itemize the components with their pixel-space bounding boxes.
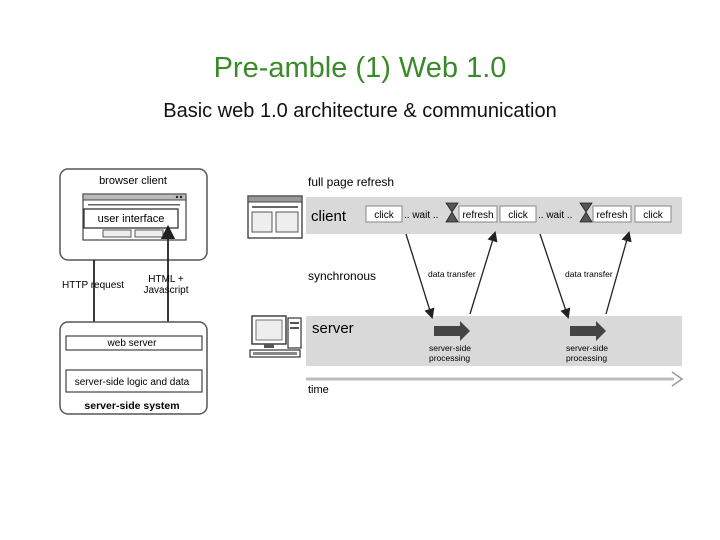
processing-label-2a: server-side xyxy=(566,343,608,353)
client-window-icon xyxy=(247,195,303,239)
click-button-2 xyxy=(499,205,537,223)
data-transfer-label-1: data transfer xyxy=(428,269,476,279)
svg-text:click: click xyxy=(374,210,394,221)
html-js-label-2: Javascript xyxy=(143,285,188,296)
web-server-label: web server xyxy=(107,338,158,349)
processing-arrow-1 xyxy=(434,321,470,341)
request-arrow-2 xyxy=(539,233,571,319)
client-label: client xyxy=(311,208,347,225)
server-logic-box xyxy=(65,369,203,393)
hourglass-icon xyxy=(445,202,459,223)
slide-title: Pre-amble (1) Web 1.0 xyxy=(213,52,507,84)
client-timeline: click .. wait .. refresh click .. wait .… xyxy=(365,202,672,223)
hourglass-icon xyxy=(579,202,593,223)
user-interface-label: user interface xyxy=(98,213,165,225)
svg-text:refresh: refresh xyxy=(462,210,493,221)
time-axis-arrowhead xyxy=(671,371,684,387)
response-arrow-2 xyxy=(605,230,632,315)
click-button-3 xyxy=(634,205,672,223)
svg-text:refresh: refresh xyxy=(596,210,627,221)
processing-label-1b: processing xyxy=(429,353,470,363)
slide-subtitle: Basic web 1.0 architecture & communicati… xyxy=(163,100,557,122)
http-request-label: HTTP request xyxy=(62,280,124,291)
time-label: time xyxy=(308,384,329,396)
processing-label-1a: server-side xyxy=(429,343,471,353)
processing-label-2b: processing xyxy=(566,353,607,363)
refresh-button-2 xyxy=(592,205,632,223)
server-band xyxy=(306,316,682,366)
computer-icon xyxy=(249,315,302,358)
request-arrow-1 xyxy=(405,233,435,319)
wait-text-2: .. wait .. xyxy=(538,210,572,221)
svg-text:click: click xyxy=(508,210,528,221)
server-system-label: server-side system xyxy=(84,400,179,412)
click-button-1 xyxy=(365,205,403,223)
html-js-label-1: HTML + xyxy=(148,274,184,285)
refresh-button-1 xyxy=(458,205,498,223)
processing-arrow-2 xyxy=(570,321,606,341)
data-transfer-label-2: data transfer xyxy=(565,269,613,279)
synchronous-label: synchronous xyxy=(308,269,376,283)
web-server-box xyxy=(65,335,203,351)
browser-client-label: browser client xyxy=(99,175,167,187)
response-arrow-1 xyxy=(469,231,498,315)
server-logic-label: server-side logic and data xyxy=(75,377,190,388)
user-interface-box xyxy=(83,208,179,229)
svg-text:click: click xyxy=(643,210,663,221)
server-label: server xyxy=(312,320,354,337)
full-page-refresh-label: full page refresh xyxy=(308,175,394,189)
wait-text-1: .. wait .. xyxy=(404,210,438,221)
